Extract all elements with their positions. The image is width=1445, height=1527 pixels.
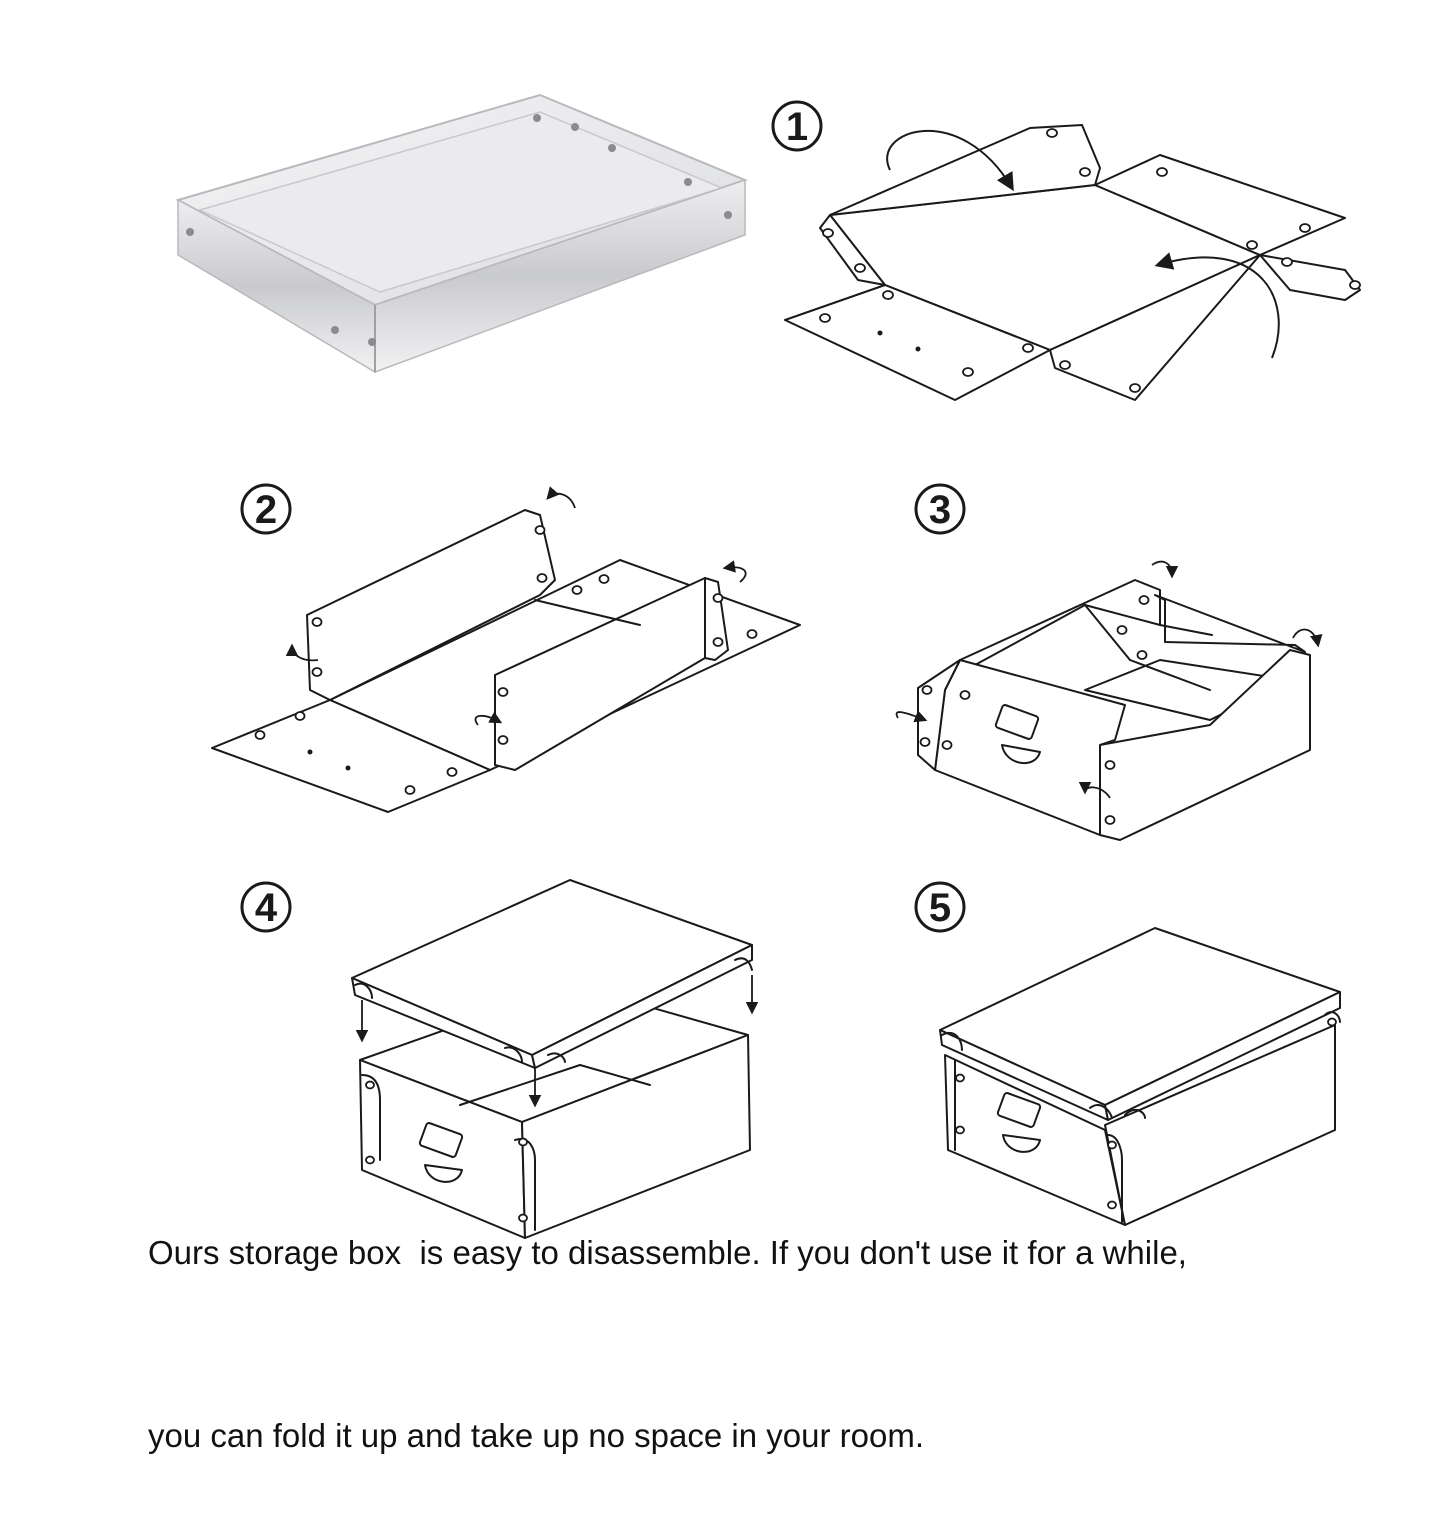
svg-text:3: 3 xyxy=(929,488,951,532)
caption-line-2: you can fold it up and take up no space … xyxy=(148,1417,924,1454)
step-5-closed-box xyxy=(939,927,1341,1226)
step-4-lid-above-box xyxy=(351,879,759,1239)
step-number-1: 1 xyxy=(771,100,823,152)
svg-text:2: 2 xyxy=(255,488,277,532)
svg-text:5: 5 xyxy=(929,886,951,930)
assembly-diagram: 1 2 3 4 5 xyxy=(175,93,1361,1239)
step-number-4: 4 xyxy=(240,881,292,933)
caption-line-1: Ours storage box is easy to disassemble.… xyxy=(148,1234,1187,1271)
step-number-2: 2 xyxy=(240,483,292,535)
folded-tray-illustration xyxy=(175,93,748,374)
svg-text:4: 4 xyxy=(255,886,278,930)
step-number-3: 3 xyxy=(914,483,966,535)
step-3-box-forming xyxy=(895,560,1323,841)
step-2-walls-raised xyxy=(211,486,801,813)
caption-text: Ours storage box is easy to disassemble.… xyxy=(148,1100,1368,1527)
svg-text:1: 1 xyxy=(786,105,808,149)
step-1-flat-sheet xyxy=(784,124,1361,401)
step-number-5: 5 xyxy=(914,881,966,933)
